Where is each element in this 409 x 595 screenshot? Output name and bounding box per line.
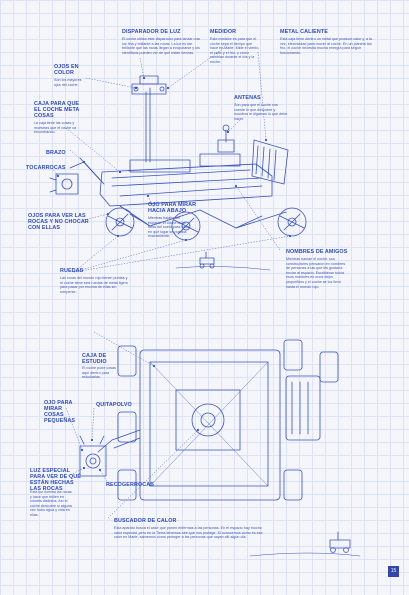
disparador-title: DISPARADOR DE LUZ (122, 29, 181, 35)
ojo-abajo-text: Mientras bajaba del espacio, el coche to… (148, 216, 191, 239)
ruedas-title: RUEDAS (60, 268, 84, 274)
nombres-title: NOMBRES DE AMIGOS (286, 249, 348, 255)
luz-especial-text: Esta luz ilumina las rocas y hace que br… (30, 490, 72, 517)
tocarrocas-title: TOCARROCAS (26, 165, 66, 171)
ojos-color-title: OJOS EN COLOR (54, 64, 79, 76)
brazo-title: BRAZO (46, 150, 66, 156)
caja-meta-title: CAJA PARA QUE EL COCHE META COSAS (34, 101, 80, 119)
metal-caliente-text: Esta caja tiene dentro un metal que prod… (280, 37, 372, 55)
antenas-text: Son para que el coche nos cuente lo que … (234, 103, 288, 121)
nombres-text: Mientras hacían el coche, sus constructo… (286, 257, 346, 289)
buscador-title: BUSCADOR DE CALOR (114, 518, 177, 524)
ruedas-text: Las rocas del mundo rojo tienen puntas y… (60, 276, 128, 294)
recogerrocas-title: RECOGERROCAS (106, 482, 154, 488)
antenas-title: ANTENAS (234, 95, 261, 101)
caja-meta-text: La caja tiene las cosas y muestras que e… (34, 121, 77, 135)
medidor-title: MEDIDOR (210, 29, 237, 35)
luz-especial-title: LUZ ESPECIAL PARA VER DE QUÉ ESTÁN HECHA… (30, 468, 81, 492)
ojos-ver-title: OJOS PARA VER LAS ROCAS Y NO CHOCAR CON … (28, 213, 89, 231)
metal-caliente-title: METAL CALIENTE (280, 29, 328, 35)
medidor-text: Este medidor es para que el coche sepa e… (210, 37, 260, 64)
buscador-text: Esta aparato busca el calor que ponen en… (114, 526, 263, 540)
ojo-pequenas-title: OJO PARA MIRAR COSAS PEQUEÑAS (44, 400, 76, 424)
caja-estudio-text: El coche pone cosas aquí dentro para est… (82, 366, 117, 380)
caja-estudio-title: CAJA DE ESTUDIO (82, 353, 107, 365)
ojos-color-text: Son los mayores ojos del coche. (54, 78, 82, 87)
disparador-text: El coche utiliza este disparador para la… (122, 37, 200, 55)
ojo-abajo-title: OJO PARA MIRAR HACIA ABAJO (148, 202, 197, 214)
page-number: 15 (388, 566, 399, 577)
quitapolvo-title: QUITAPOLVO (96, 402, 132, 408)
